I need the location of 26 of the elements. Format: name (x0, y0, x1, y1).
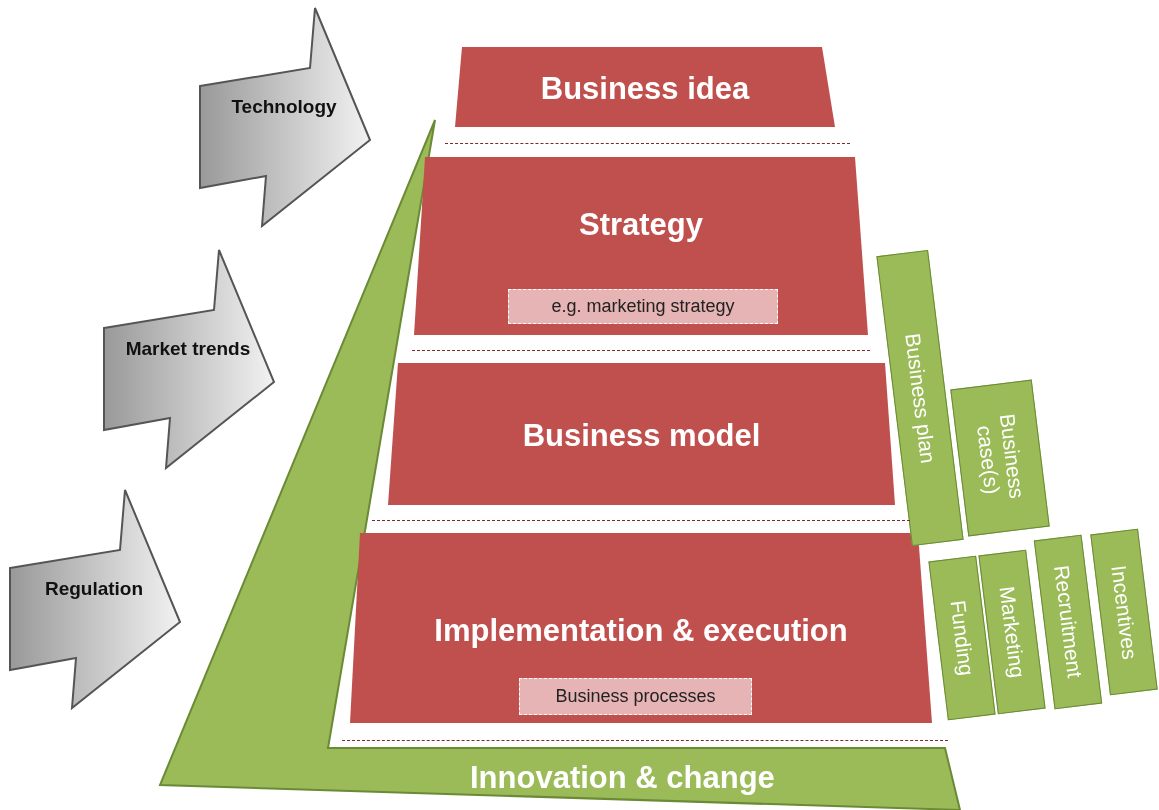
label-text: Business idea (539, 71, 751, 107)
label-text: Innovation & change (470, 760, 775, 796)
label-text: Business model (521, 418, 762, 454)
label-text: Business plan (900, 331, 940, 465)
label-text: Incentives (1106, 563, 1142, 661)
pillar-bar (1033, 534, 1103, 710)
label-text: Recruitment (1049, 564, 1087, 680)
inset-box (508, 289, 778, 324)
label-text: Business processes (555, 686, 716, 707)
pyramid-layer (414, 157, 868, 335)
label-text: Market trends (124, 338, 252, 360)
chevron-shape (10, 490, 182, 710)
label-text: e.g. marketing strategy (551, 296, 735, 317)
label-text: Implementation & execution (433, 613, 849, 649)
pyramid-layer (350, 533, 932, 723)
pyramid-layer (388, 363, 895, 505)
label-text: Strategy (577, 207, 704, 243)
label-text: Funding (945, 598, 979, 678)
inset-box (519, 678, 752, 715)
chevron-shape (104, 250, 276, 470)
pyramid-layer (455, 47, 835, 127)
label-text: Marketing (994, 584, 1030, 680)
label-text: Technology (230, 96, 338, 118)
label-text: Business case(s) (971, 411, 1030, 503)
chevron-shape (200, 8, 372, 228)
label-text: Regulation (43, 578, 145, 600)
